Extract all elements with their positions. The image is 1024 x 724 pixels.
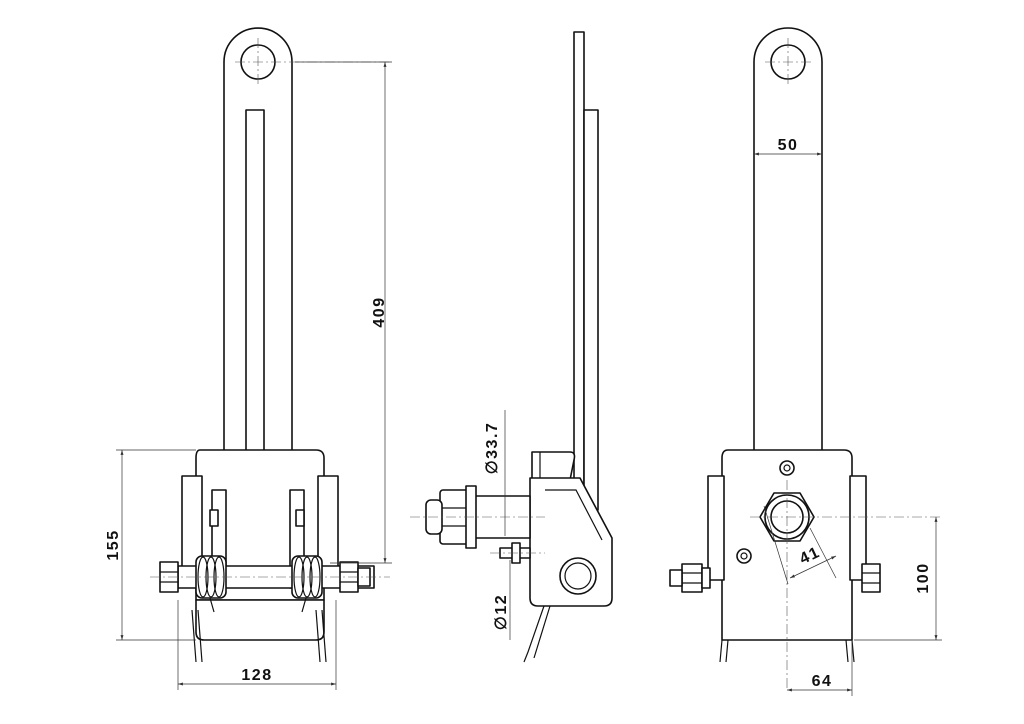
rear-nut-right	[861, 563, 881, 593]
rear-nut-left	[681, 563, 703, 593]
dim-front-width: 128	[241, 667, 272, 684]
side-arm	[573, 31, 585, 533]
side-arm-rib	[583, 109, 599, 511]
dim-side-pin-diameter: ∅12	[493, 594, 510, 630]
dim-front-lower-height: 155	[105, 529, 122, 560]
front-base	[195, 599, 325, 641]
rear-arm	[753, 27, 823, 453]
side-view: ∅33.7 ∅12	[410, 31, 613, 663]
rear-view: 50 41 100 64	[669, 27, 942, 696]
rear-bolt-top	[779, 460, 795, 476]
dim-rear-socket-height: 100	[915, 562, 932, 593]
front-view: 409 155 128	[105, 27, 392, 690]
dim-side-tube-diameter: ∅33.7	[484, 422, 501, 475]
side-cap	[531, 451, 576, 481]
dim-rear-arm-width: 50	[778, 137, 799, 154]
rear-bracket-right	[849, 475, 867, 581]
dim-rear-socket-offset: 64	[812, 673, 833, 690]
rear-bolt-left	[736, 548, 752, 564]
dim-front-total-height: 409	[371, 296, 388, 327]
rear-bracket-left	[707, 475, 725, 581]
